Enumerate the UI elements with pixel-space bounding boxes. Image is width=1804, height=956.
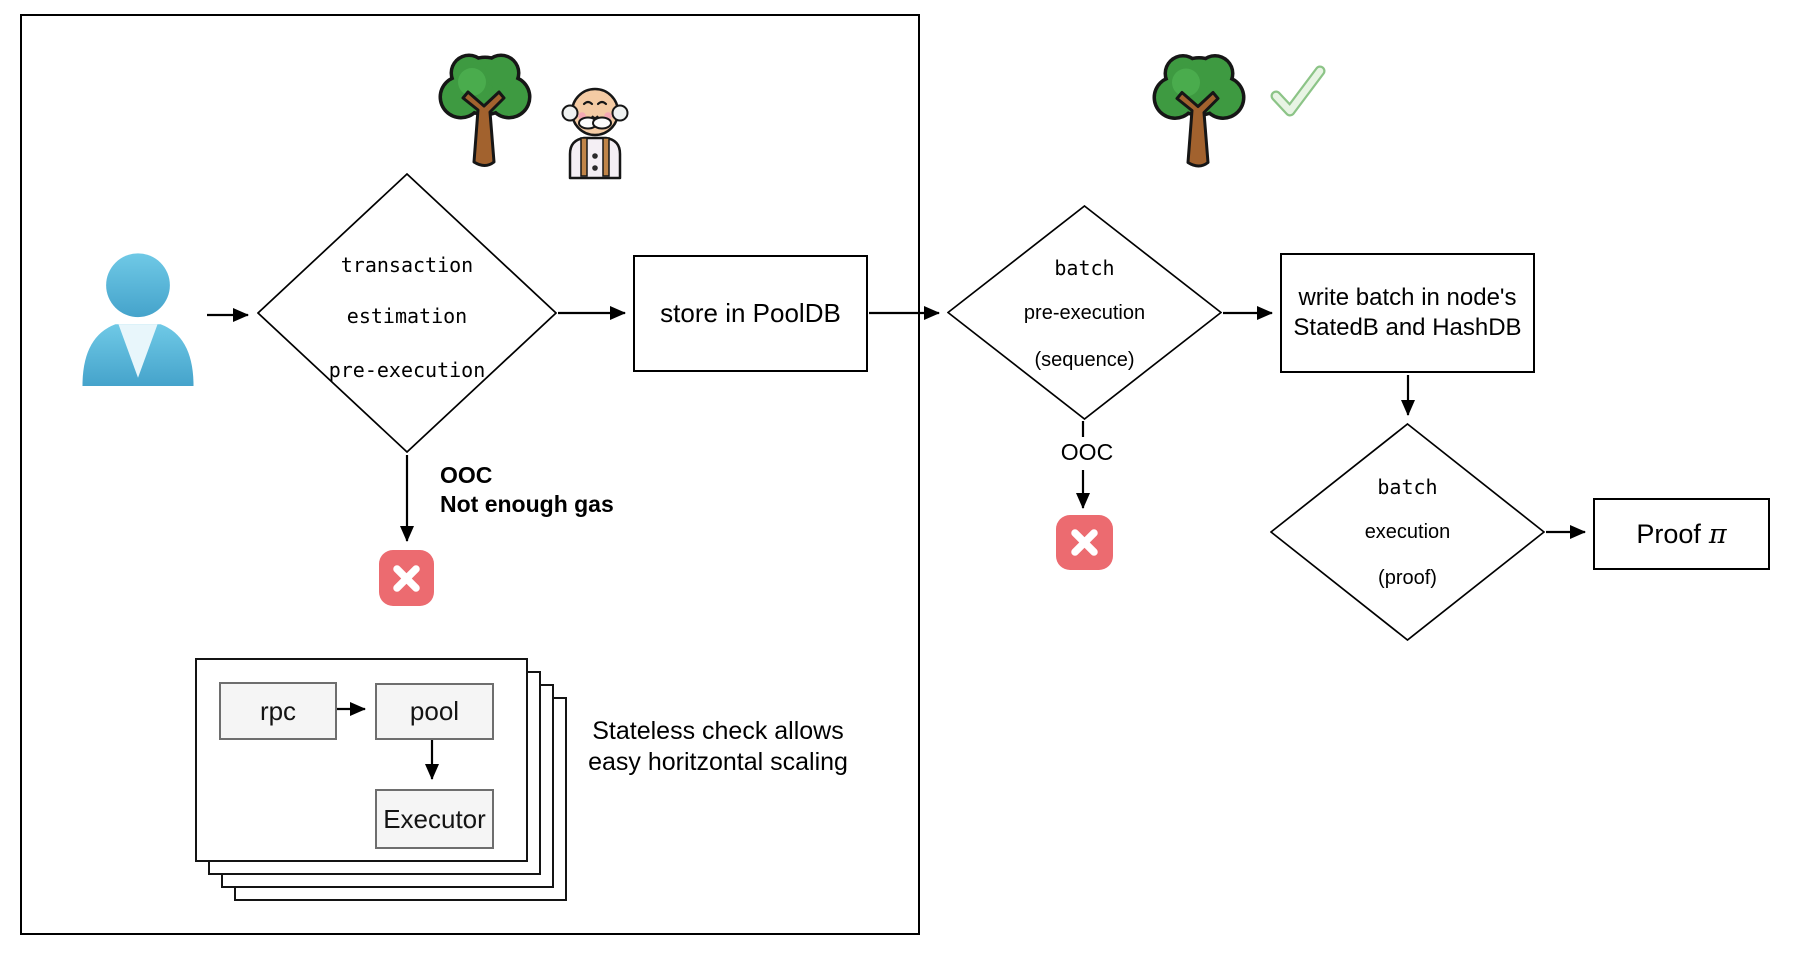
proof-box: Proof π — [1593, 498, 1770, 570]
check-mark-icon — [1270, 65, 1326, 117]
exec-diamond-line1: batch — [1377, 475, 1438, 499]
stateless-note-line2: easy horitzontal scaling — [588, 748, 848, 776]
pre-diamond-line2: pre-execution — [1023, 302, 1146, 324]
pool-label: pool — [409, 696, 460, 726]
store-pooldb-box: store in PoolDB — [633, 255, 868, 372]
exec-diamond-line2: execution — [1364, 521, 1451, 543]
rpc-label: rpc — [259, 695, 297, 726]
ooc-left-subtitle: Not enough gas — [440, 491, 614, 517]
pool-box: pool — [375, 683, 494, 740]
batch-preexecution-diamond: batch pre-execution (sequence) — [947, 205, 1222, 420]
pre-diamond-line3: (sequence) — [1034, 349, 1135, 371]
ooc-right-label: OOC — [1032, 438, 1142, 466]
rpc-box: rpc — [219, 682, 337, 740]
batch-execution-diamond: batch execution (proof) — [1270, 423, 1545, 641]
pi-symbol: π — [1708, 518, 1727, 550]
executor-label: Executor — [383, 803, 486, 834]
write-batch-line1: write batch in node's — [1298, 284, 1517, 311]
ooc-left-title: OOC — [440, 462, 493, 488]
diamond-shape — [947, 205, 1222, 420]
ooc-right-title: OOC — [1060, 439, 1114, 465]
stateless-note: Stateless check allows easy horitzontal … — [568, 716, 868, 778]
write-batch-box: write batch in node's StatedB and HashDB — [1280, 253, 1535, 373]
tree-icon — [438, 53, 532, 167]
tree-icon — [1152, 54, 1246, 168]
executor-box: Executor — [375, 789, 494, 849]
store-pooldb-label: store in PoolDB — [660, 298, 841, 328]
node-cluster-box: rpc pool Executor — [195, 658, 528, 862]
write-batch-line2: StatedB and HashDB — [1293, 314, 1522, 341]
user-icon — [82, 253, 194, 386]
stateless-note-line1: Stateless check allows — [592, 717, 844, 745]
ooc-left-label: OOC Not enough gas — [440, 461, 614, 519]
proof-label: Proof — [1636, 518, 1701, 549]
x-glyph — [393, 564, 420, 592]
error-x-icon — [379, 550, 434, 606]
diamond-shape — [1270, 423, 1545, 641]
trusted-zone-boundary — [20, 14, 920, 935]
x-glyph — [1071, 529, 1098, 556]
error-x-icon — [1056, 515, 1113, 570]
pre-diamond-line1: batch — [1054, 256, 1115, 280]
exec-diamond-line3: (proof) — [1378, 567, 1437, 589]
elderly-man-icon — [561, 87, 629, 180]
